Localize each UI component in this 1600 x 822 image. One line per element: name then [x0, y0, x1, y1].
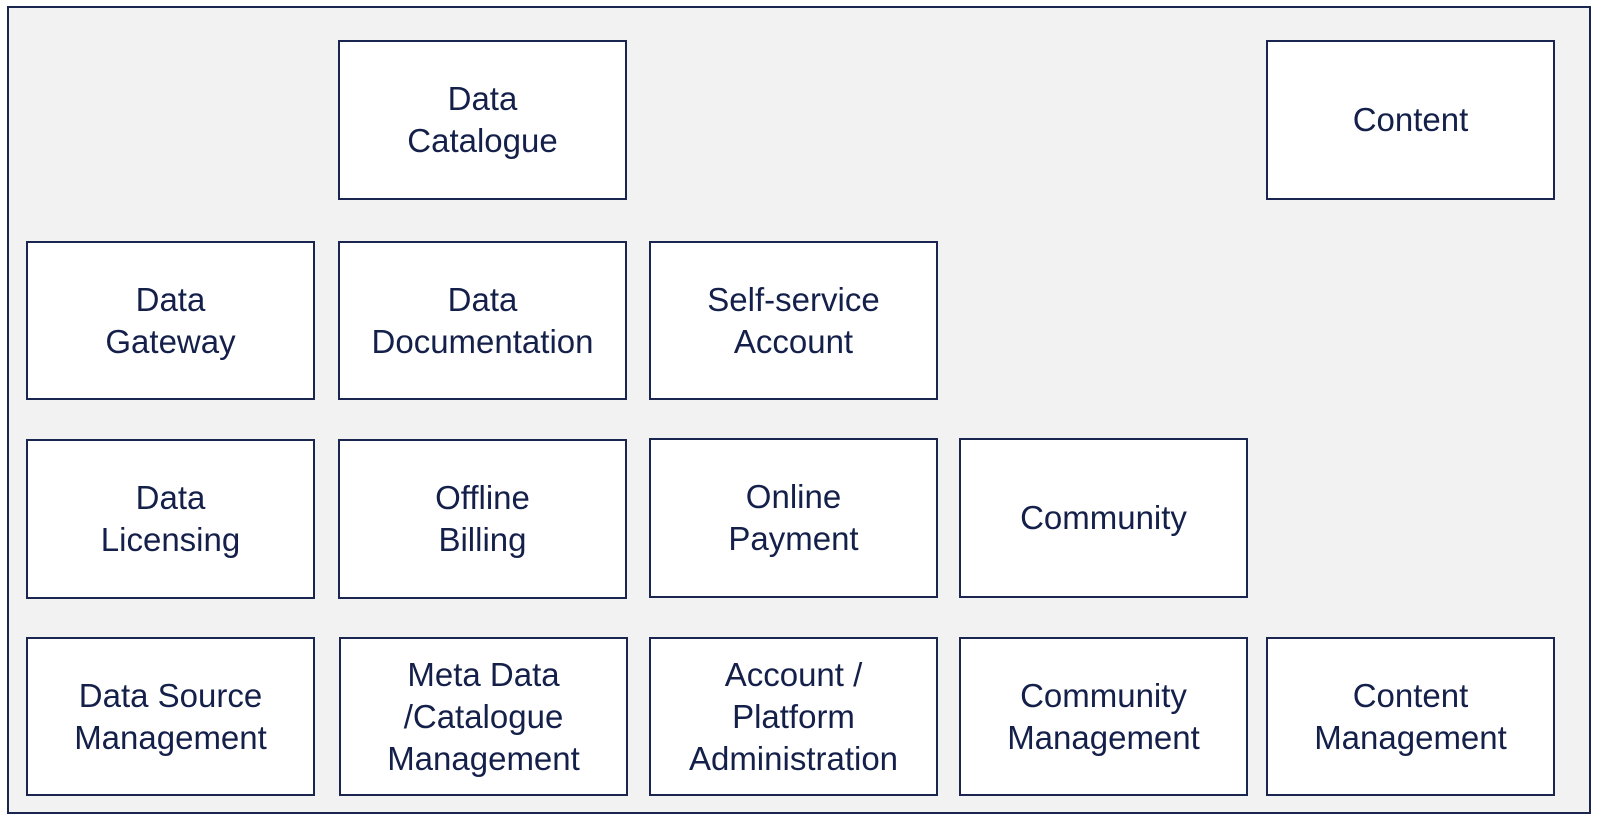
box-data-licensing: Data Licensing	[26, 439, 315, 599]
box-label: Data Licensing	[100, 479, 241, 558]
box-label: Data Source Management	[74, 676, 267, 756]
box-label: Community	[1020, 499, 1187, 536]
box-offline-billing: Offline Billing	[338, 439, 627, 599]
box-label: Data Gateway	[105, 280, 236, 360]
box-label: Data Documentation	[371, 280, 594, 360]
box-meta-data-catalogue-management: Meta Data /Catalogue Management	[339, 637, 628, 796]
box-label: Content Management	[1314, 676, 1507, 756]
box-account-platform-administration: Account / Platform Administration	[649, 637, 938, 796]
box-content: Content	[1266, 40, 1555, 200]
box-label: Content	[1352, 101, 1469, 138]
box-community: Community	[959, 438, 1248, 598]
box-content-management: Content Management	[1266, 637, 1555, 796]
box-label: Meta Data /Catalogue Management	[387, 655, 580, 777]
box-data-gateway: Data Gateway	[26, 241, 315, 400]
box-label: Community Management	[1007, 676, 1200, 756]
box-self-service-account: Self-service Account	[649, 241, 938, 400]
box-label: Data Catalogue	[407, 80, 558, 159]
box-data-catalogue: Data Catalogue	[338, 40, 627, 200]
box-label: Online Payment	[728, 478, 859, 557]
box-data-documentation: Data Documentation	[338, 241, 627, 400]
box-online-payment: Online Payment	[649, 438, 938, 598]
box-label: Self-service Account	[707, 280, 880, 360]
box-label: Offline Billing	[435, 479, 530, 558]
box-label: Account / Platform Administration	[688, 655, 899, 777]
box-community-management: Community Management	[959, 637, 1248, 796]
box-data-source-management: Data Source Management	[26, 637, 315, 796]
